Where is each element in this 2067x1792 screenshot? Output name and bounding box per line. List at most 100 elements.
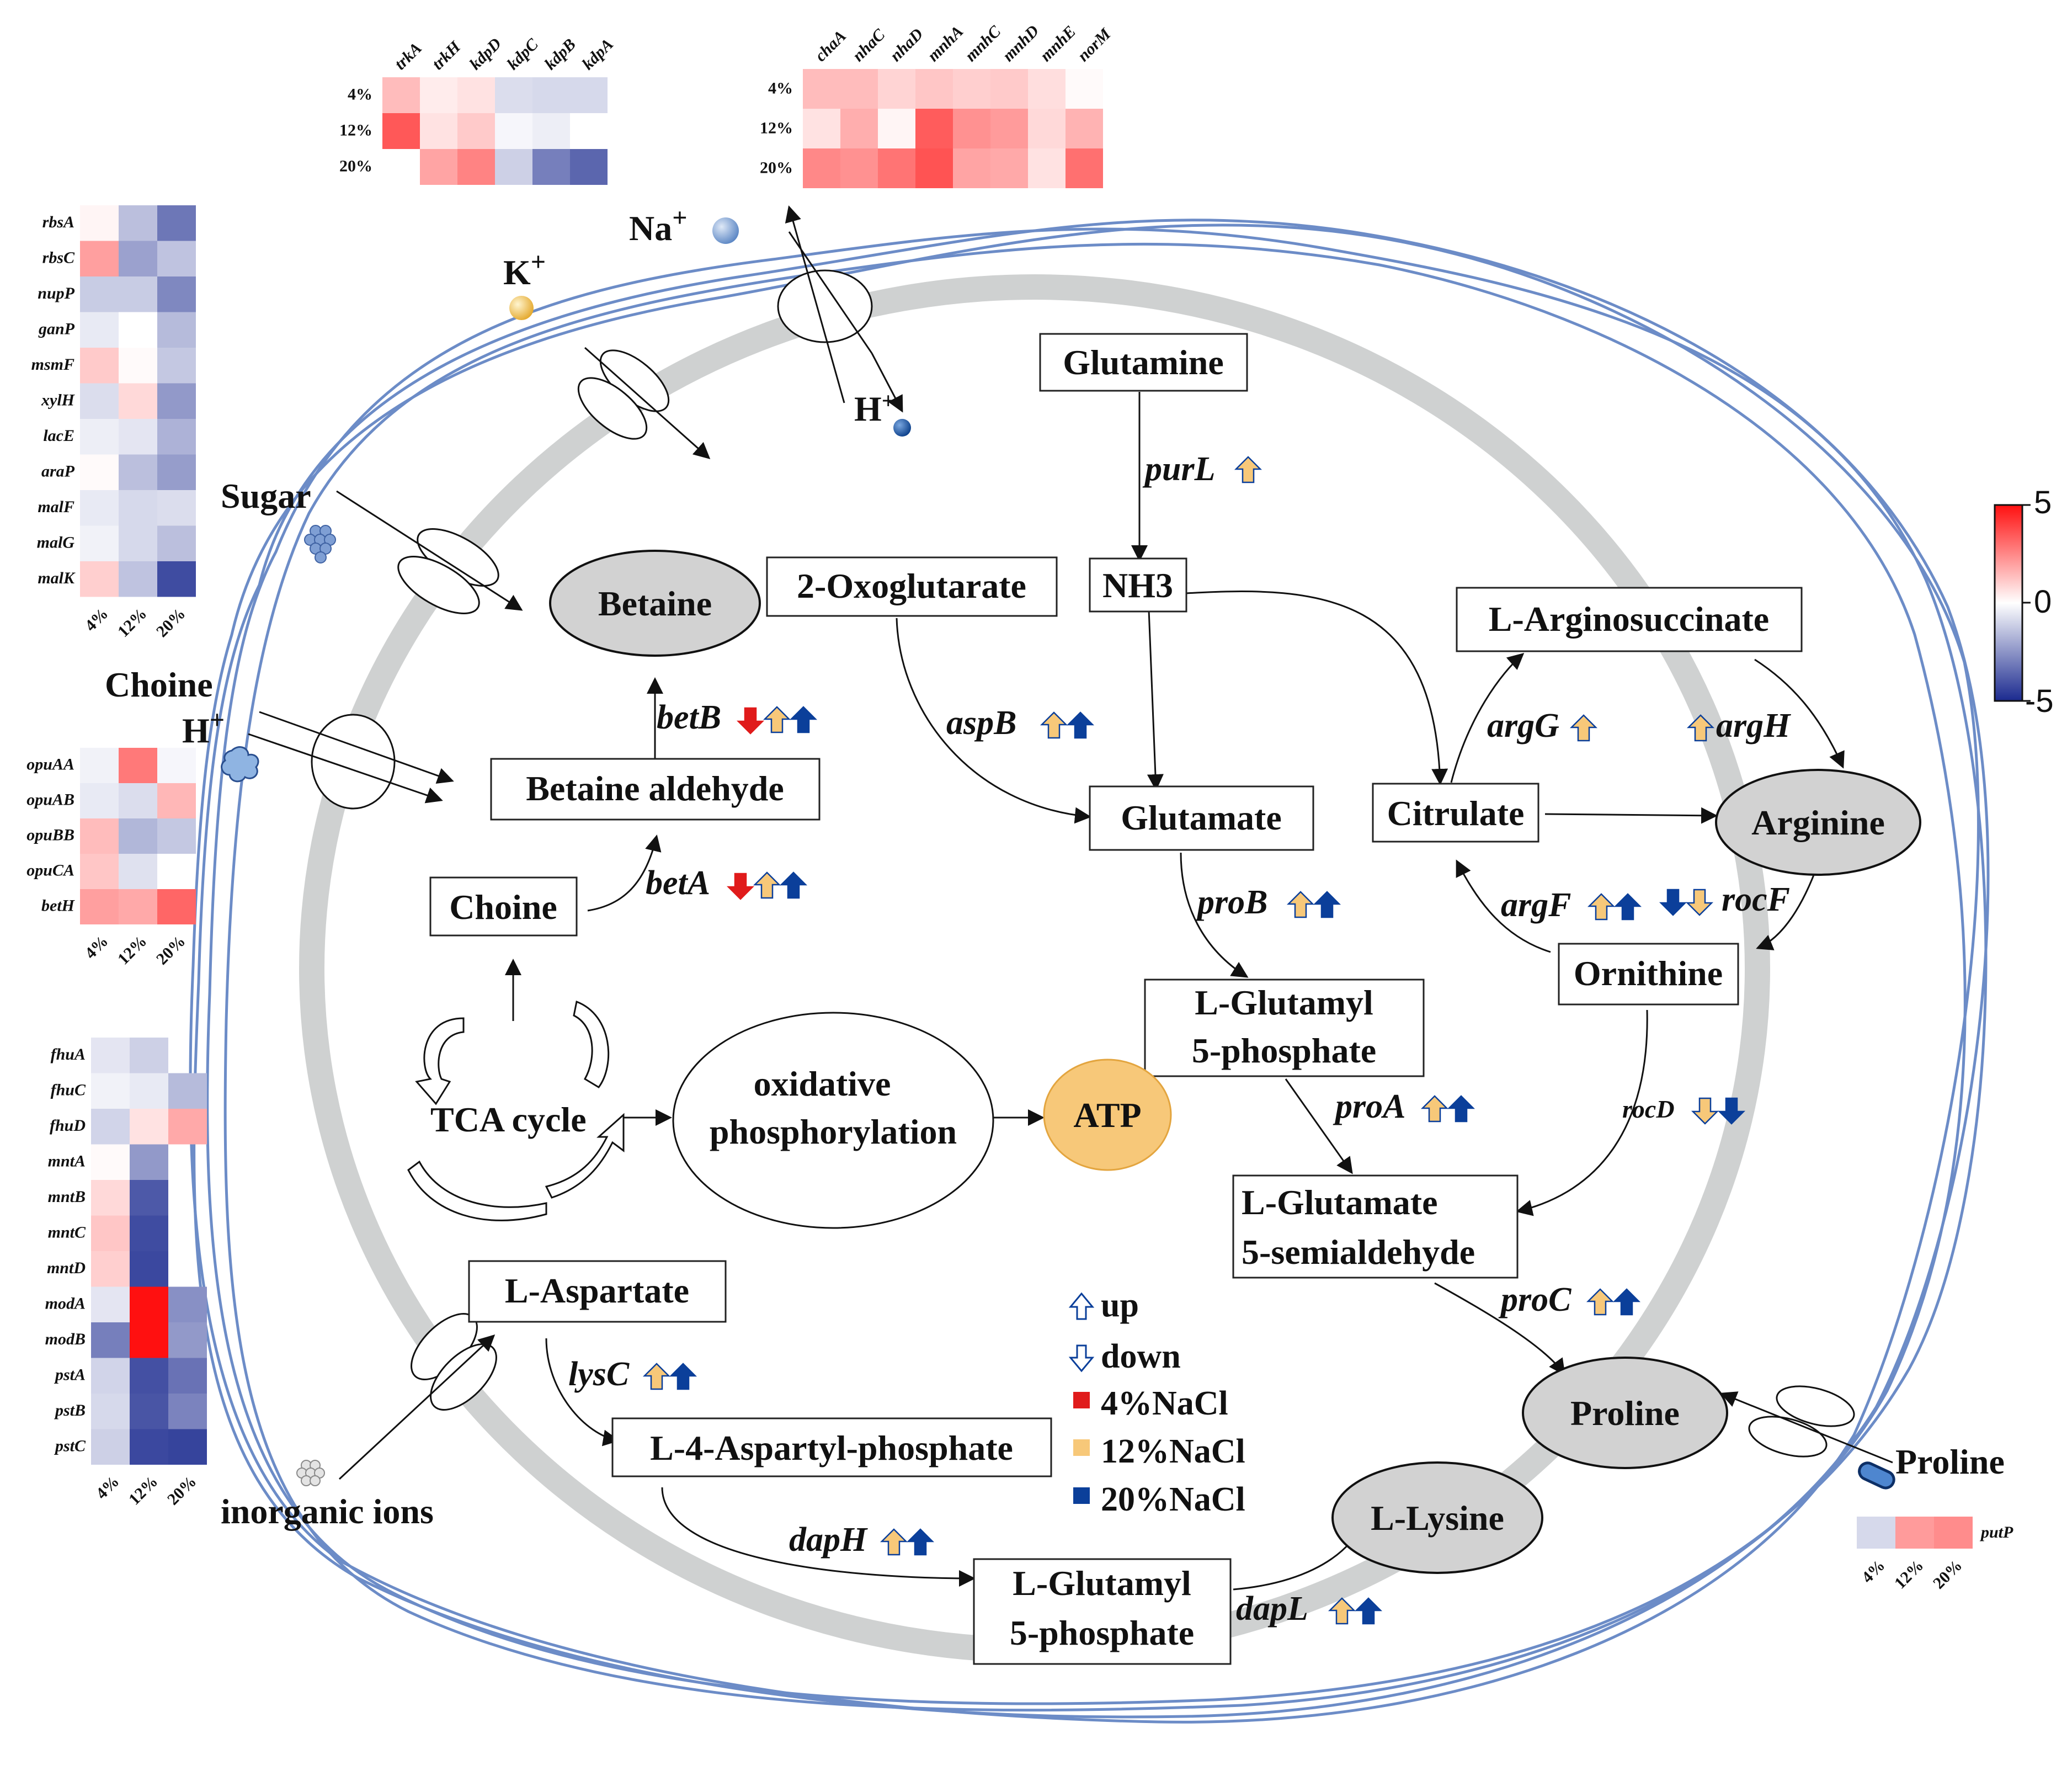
node-ornithine: Ornithine [1574,954,1723,993]
heatmap-row-label: ganP [38,320,75,338]
gene-dapL: dapL [1236,1590,1308,1628]
heatmap-cell [1028,109,1066,148]
heatmap-cell [840,148,878,188]
heatmap-cell [382,113,420,149]
heatmap-cell [157,818,196,854]
heatmap-cell [457,77,495,113]
heatmap-cell [532,77,570,113]
node-lysine: L-Lysine [1371,1498,1504,1538]
down-arrow-icon [1717,1097,1746,1125]
up-arrow-icon [1234,456,1262,483]
heatmap-col-label: nhaC [849,25,889,65]
heatmap-row-label: opuCA [26,862,74,880]
heatmap-cell [130,1180,168,1216]
legend-4-swatch [1073,1392,1090,1408]
up-arrow-icon [1569,714,1598,742]
node-glutamine: Glutamine [1063,343,1224,382]
heatmap-cell [157,312,196,348]
heatmap-row-label: mntD [47,1259,86,1277]
legend-4-label: 4%NaCl [1101,1385,1228,1422]
heatmap-cell [803,69,840,109]
node-aspartyl-phosphate: L-4-Aspartyl-phosphate [650,1428,1013,1467]
heatmap-cell [570,149,608,185]
heatmap-cell [119,348,157,384]
heatmap-cell [157,205,196,241]
k-transporter-b [577,377,648,440]
node-oxoglutarate: 2-Oxoglutarate [797,566,1026,605]
up-arrow-icon [779,871,808,899]
heatmap-cell [130,1251,168,1287]
node-glutamyl-phosphate-line1: L-Glutamyl [1195,983,1373,1022]
node-ornithine-box [1558,943,1739,1006]
node-atp: ATP [1073,1096,1141,1135]
legend-down-arrow-icon [1068,1344,1095,1373]
heatmap-row-label: malF [38,498,74,516]
heatmap-cell [130,1215,168,1251]
scale-mid-label: 0 [2034,584,2052,620]
heatmap-col-label: 4% [92,1472,122,1503]
heatmap-col-label: 20% [153,604,189,641]
gene-argH: argH [1716,707,1791,745]
h-ion-ball [893,419,911,437]
node-oxphos-ellipse [672,1012,994,1229]
heatmap-row-label: fhuC [51,1081,86,1099]
heatmap-col-label: kdpC [504,35,542,73]
heatmap-row-label: malG [37,533,75,551]
choine-ion-label: Choine [105,665,213,704]
heatmap-col-label: kdpD [466,34,505,73]
inorganic-ions-label: inorganic ions [221,1492,434,1531]
color-scale-bar [1994,504,2023,702]
heatmap-row-label: msmF [31,355,74,374]
node-betaine-ellipse [549,550,761,657]
node-choine-box [429,876,578,937]
node-nh3-box [1089,557,1187,613]
heatmap-cell [91,1322,130,1358]
heatmap-cell [420,113,457,149]
heatmap-cell [915,109,953,148]
heatmap-cell [91,1394,130,1429]
heatmap-row-label: malK [38,569,76,587]
legend-up-arrow-icon [1068,1292,1095,1320]
heatmap-cell [457,149,495,185]
node-glutamate: Glutamate [1121,798,1282,837]
node-betaine: Betaine [598,584,712,623]
heatmap-cell [91,1251,130,1287]
gene-argF: argF [1501,886,1571,924]
up-arrow-icon [1313,891,1341,918]
heatmap-cell [119,854,157,889]
sugar-transporter-b [397,555,480,615]
heatmap-col-label: nhaD [887,25,927,65]
heatmap-cell [168,1429,207,1465]
heatmap-cell [803,148,840,188]
proline-transporter-a [1776,1385,1855,1427]
heatmap-row-label: opuAA [26,756,74,774]
heatmap-cell [80,241,119,276]
heatmap-cell [119,818,157,854]
heatmap-cell [119,241,157,276]
ion-labels: Na+ K+ H+ Sugar Choine H+ inorganic ions… [105,203,2005,1531]
node-arginosuccinate: L-Arginosuccinate [1489,599,1769,639]
heatmap-row-label: mntC [48,1223,86,1241]
proline-ion-label: Proline [1895,1442,2005,1481]
heatmap-row-label: lacE [43,427,74,445]
heatmap-cell [130,1394,168,1429]
up-arrow-icon [1613,893,1642,921]
heatmap-cell [91,1286,130,1322]
heatmap-col-label: 20% [153,932,189,969]
node-oxphos-line1: oxidative [754,1064,891,1103]
na-h-antiporter [777,269,873,343]
heatmap-cell [157,276,196,312]
heatmap-row-label: rbsA [42,213,74,231]
heatmap-cell [91,1180,130,1216]
heatmap-cell [157,748,196,783]
heatmap-row-label: 4% [348,85,372,103]
heatmap-row-label: modB [45,1330,86,1348]
heatmap-cell [168,1109,207,1145]
heatmap-cell [130,1429,168,1465]
node-glutamyl-phosphate-line2: 5-phosphate [1192,1031,1376,1070]
heatmap-cell [80,783,119,818]
gene-labels: purL betB aspB betA proB argG argH argF … [568,450,1791,1628]
node-arginosuccinate-box [1456,587,1803,652]
